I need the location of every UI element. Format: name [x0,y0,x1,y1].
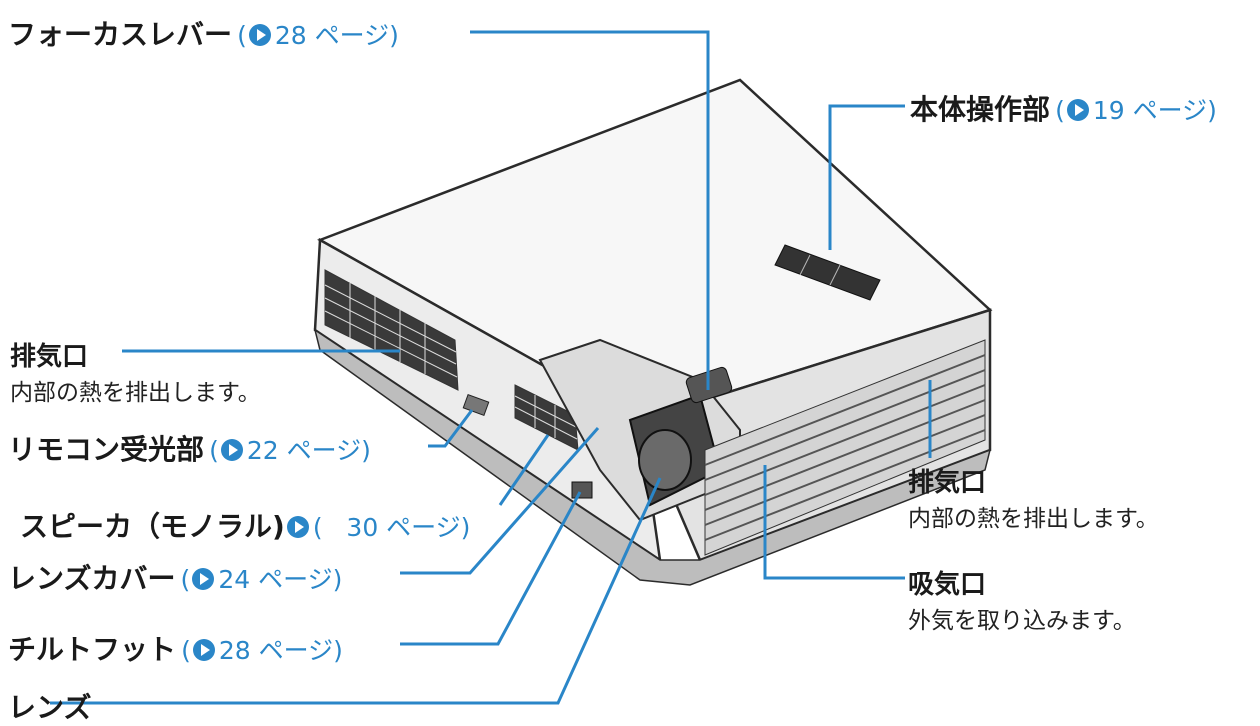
leader-remote-sensor [428,409,474,448]
control-panel-name: 本体操作部 [910,93,1051,126]
right-vent-grille [704,339,986,556]
intake-name: 吸気口 [908,570,987,600]
label-exhaust-left: 排気口 内部の熱を排出します。 [10,336,261,407]
label-tilt-foot: チルトフット (28 ページ) [8,628,343,668]
focus-lever-ref: (28 ページ) [237,21,399,50]
remote-sensor-name: リモコン受光部 [8,433,205,466]
circle-arrow-icon [248,24,271,46]
exhaust-left-name: 排気口 [10,342,89,372]
leader-focus-lever [470,30,710,390]
tilt-foot-name: チルトフット [8,633,177,666]
control-panel-ref: (19 ページ) [1055,96,1217,125]
leader-control-panel [828,104,905,250]
lens-name: レンズ [8,691,92,724]
remote-sensor-window [462,394,490,416]
circle-arrow-icon [220,439,243,461]
label-intake: 吸気口 外気を取り込みます。 [908,564,1136,635]
label-control-panel: 本体操作部 (19 ページ) [910,88,1217,128]
circle-arrow-icon [192,639,215,661]
lens-cover-name: レンズカバー [8,562,176,595]
remote-sensor-ref: (22 ページ) [209,436,371,465]
lens-cover-ref: (24 ページ) [180,565,343,594]
exhaust-left-desc: 内部の熱を排出します。 [10,380,261,406]
leader-lines [50,30,932,705]
left-vent-grille [324,269,459,391]
circle-arrow-icon [286,516,309,538]
exhaust-right-desc: 内部の熱を排出します。 [908,506,1159,532]
control-panel [774,244,881,301]
leader-speaker [498,434,550,506]
leader-lens [50,477,662,705]
circle-arrow-icon [192,568,215,590]
leader-lens-cover [400,427,600,575]
circle-arrow-icon [1066,99,1089,121]
tilt-foot-ref: (28 ページ) [181,636,343,665]
label-exhaust-right: 排気口 内部の熱を排出します。 [908,462,1159,533]
speaker-name: スピーカ（モノラル) [20,510,285,543]
leader-tilt-foot [400,491,582,646]
tilt-foot [571,481,593,499]
focus-lever-name: フォーカスレバー [8,18,233,51]
label-speaker: スピーカ（モノラル)( 30 ページ) [20,505,470,545]
intake-desc: 外気を取り込みます。 [908,608,1136,634]
label-remote-sensor: リモコン受光部 (22 ページ) [8,428,371,468]
label-focus-lever: フォーカスレバー (28 ページ) [8,13,399,53]
label-lens-cover: レンズカバー (24 ページ) [8,557,342,597]
speaker-grille [514,384,579,451]
label-lens: レンズ [8,686,91,726]
exhaust-right-name: 排気口 [908,468,987,498]
speaker-ref: ( 30 ページ) [285,513,470,542]
leader-intake [763,465,905,580]
